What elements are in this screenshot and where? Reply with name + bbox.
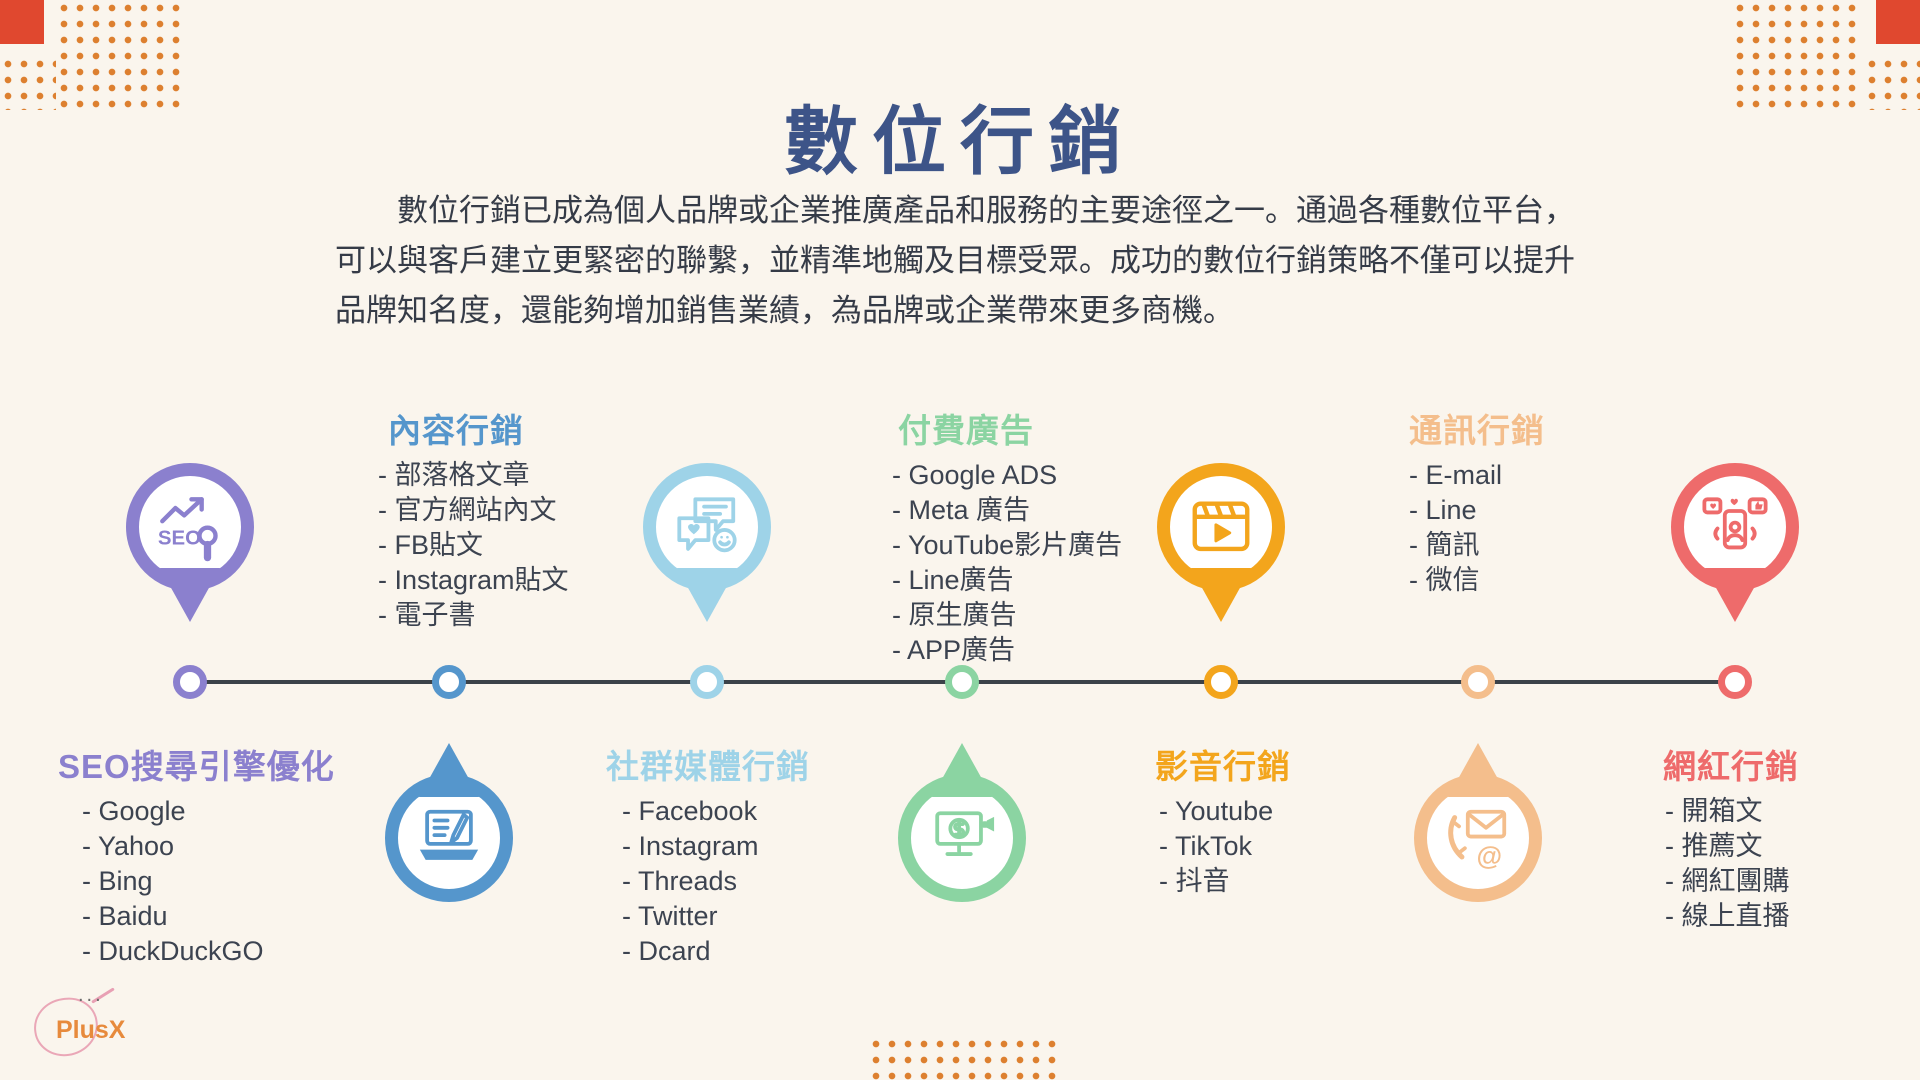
timeline-node <box>690 665 724 699</box>
list-item: - Twitter <box>622 901 718 932</box>
influencer-phone-icon <box>1702 497 1768 550</box>
monitor-ads-icon <box>935 811 995 856</box>
list-item: - Facebook <box>622 796 758 827</box>
category-title: 通訊行銷 <box>1409 412 1545 449</box>
clapperboard-play-icon <box>1192 501 1250 552</box>
category-title: 社群媒體行銷 <box>606 748 810 785</box>
top-left-dot-grid <box>0 56 56 110</box>
list-item: - Google <box>82 796 186 827</box>
timeline-node <box>1461 665 1495 699</box>
laptop-writing-icon <box>419 809 479 860</box>
messaging-marker-drop: @ <box>1414 774 1542 902</box>
timeline-node <box>1204 665 1238 699</box>
category-text-block: 社群媒體行銷 - Facebook - Instagram - Threads … <box>606 746 810 969</box>
timeline-node <box>1718 665 1752 699</box>
plusx-logo: ... PlusX <box>30 984 160 1072</box>
bottom-center-dot-grid <box>868 1036 1060 1080</box>
list-item: - Youtube <box>1159 796 1274 827</box>
list-item: - Threads <box>622 866 738 897</box>
top-left-dot-grid <box>56 0 188 110</box>
list-item: - 電子書 <box>378 600 476 631</box>
list-item: - Dcard <box>622 936 711 967</box>
list-item: - Yahoo <box>82 831 175 862</box>
category-title: 影音行銷 <box>1155 748 1291 785</box>
list-item: - FB貼文 <box>378 530 483 561</box>
timeline-node <box>173 665 207 699</box>
top-left-corner-square <box>0 0 44 44</box>
top-right-dot-grid <box>1732 0 1864 110</box>
category-text-block: 影音行銷 - Youtube - TikTok - 抖音 <box>1155 746 1291 899</box>
list-item: - 簡訊 <box>1409 530 1480 561</box>
logo-dots-text: ... <box>78 984 104 1006</box>
category-text-block: 內容行銷 - 部落格文章 - 官方網站內文 - FB貼文 - Instagram… <box>378 410 569 633</box>
category-title: 付費廣告 <box>898 412 1034 449</box>
phone-mail-icon: @ <box>1448 809 1507 870</box>
seo-magnifier-icon: SEO <box>158 497 218 562</box>
category-text-block: 付費廣告 - Google ADS - Meta 廣告 - YouTube影片廣… <box>892 410 1122 668</box>
list-item: - TikTok <box>1159 831 1253 862</box>
list-item: - 抖音 <box>1159 866 1230 897</box>
svg-text:@: @ <box>1477 840 1503 870</box>
list-item: - 部落格文章 <box>378 460 530 491</box>
list-item: - 原生廣告 <box>892 600 1017 631</box>
list-item: - E-mail <box>1409 460 1502 491</box>
category-title: 內容行銷 <box>388 412 524 449</box>
list-item: - Instagram貼文 <box>378 565 569 596</box>
list-item: - YouTube影片廣告 <box>892 530 1123 561</box>
intro-paragraph: 數位行銷已成為個人品牌或企業推廣產品和服務的主要途徑之一。通過各種數位平台，可以… <box>335 193 1575 328</box>
top-right-dot-grid <box>1864 56 1920 110</box>
list-item: - 官方網站內文 <box>378 495 557 526</box>
list-item: - Google ADS <box>892 460 1058 491</box>
timeline-node <box>945 665 979 699</box>
list-item: - 線上直播 <box>1665 901 1790 932</box>
category-text-block: 通訊行銷 - E-mail - Line - 簡訊 - 微信 <box>1409 410 1545 598</box>
list-item: - DuckDuckGO <box>82 936 264 967</box>
timeline-node <box>432 665 466 699</box>
top-right-corner-square <box>1876 0 1920 44</box>
list-item: - 推薦文 <box>1665 831 1763 862</box>
list-item: - 網紅團購 <box>1665 866 1790 897</box>
page-title: 數位行銷 <box>784 99 1136 185</box>
category-text-block: SEO搜尋引擎優化 - Google - Yahoo - Bing - Baid… <box>58 746 335 969</box>
chat-bubbles-icon <box>677 497 737 553</box>
list-item: - 開箱文 <box>1665 796 1763 827</box>
list-item: - APP廣告 <box>892 635 1016 666</box>
logo-text: PlusX <box>56 1016 126 1044</box>
list-item: - Line <box>1409 495 1477 526</box>
list-item: - Bing <box>82 866 153 897</box>
list-item: - Instagram <box>622 831 759 862</box>
category-text-block: 網紅行銷 - 開箱文 - 推薦文 - 網紅團購 - 線上直播 <box>1663 746 1799 934</box>
list-item: - Line廣告 <box>892 565 1014 596</box>
list-item: - Meta 廣告 <box>892 495 1031 526</box>
category-title: 網紅行銷 <box>1663 748 1799 785</box>
influencer-marker-pin <box>1671 463 1799 591</box>
svg-text:SEO: SEO <box>158 528 201 550</box>
list-item: - 微信 <box>1409 565 1480 596</box>
category-title: SEO搜尋引擎優化 <box>58 748 335 785</box>
list-item: - Baidu <box>82 901 168 932</box>
